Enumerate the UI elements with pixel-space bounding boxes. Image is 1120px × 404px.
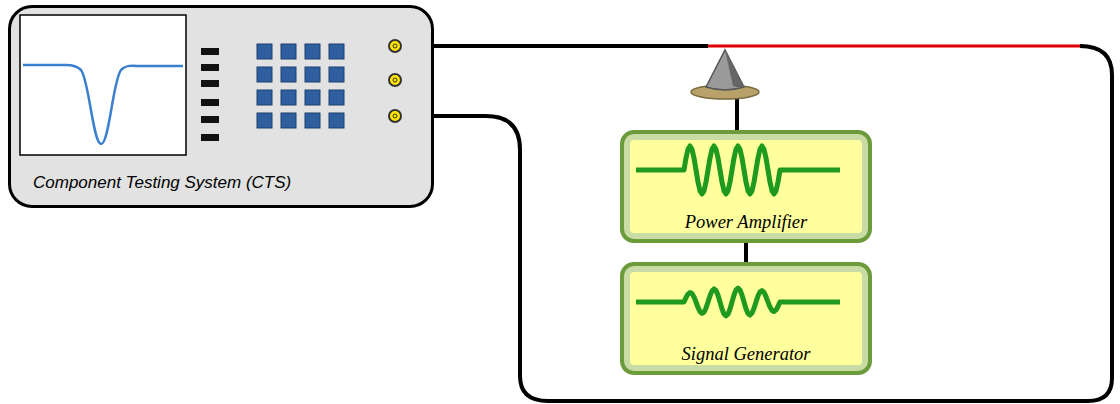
connector [746, 243, 747, 262]
key [281, 90, 296, 105]
device-box: Signal Generator [620, 262, 872, 375]
key [329, 67, 344, 82]
box-label: Component Testing System (CTS) [33, 173, 291, 193]
cable [395, 44, 708, 48]
trace [23, 65, 183, 144]
button [201, 116, 219, 123]
key [281, 113, 296, 128]
port [389, 40, 401, 52]
specimen-wire [708, 45, 1080, 48]
key [305, 113, 320, 128]
button [201, 99, 219, 106]
instrument-box: Component Testing System (CTS) [8, 5, 434, 208]
cable [395, 46, 1112, 401]
key [281, 67, 296, 82]
transducer-wire [735, 96, 739, 132]
port [389, 110, 401, 122]
key [257, 67, 272, 82]
button [201, 80, 219, 87]
key [329, 44, 344, 59]
transducer-cone [706, 50, 744, 90]
connector-line [744, 243, 748, 262]
screen [20, 15, 186, 155]
device-box: Power Amplifier [620, 130, 872, 243]
transducer-shade [725, 50, 744, 87]
key [257, 90, 272, 105]
key [329, 113, 344, 128]
box-label: Signal Generator [624, 344, 868, 365]
key [257, 113, 272, 128]
key [281, 44, 296, 59]
key [329, 90, 344, 105]
button [201, 134, 219, 141]
key [305, 90, 320, 105]
button [201, 48, 219, 55]
key [305, 44, 320, 59]
key [305, 67, 320, 82]
key [257, 44, 272, 59]
port [389, 74, 401, 86]
button [201, 64, 219, 71]
box-label: Power Amplifier [624, 212, 868, 233]
